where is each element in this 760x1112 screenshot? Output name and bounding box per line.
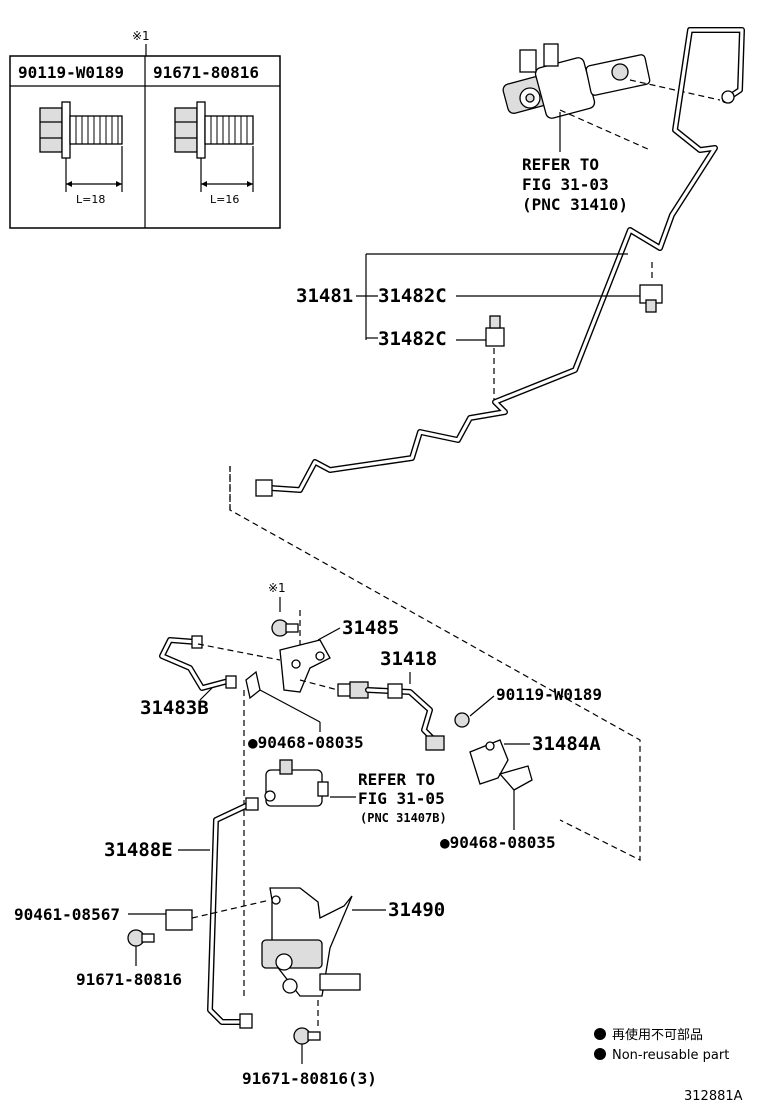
label-31482c-lower: 31482C <box>378 328 447 350</box>
label-31482c-upper: 31482C <box>378 285 447 307</box>
flange-bolt-icon <box>39 101 123 192</box>
clip-icon <box>245 670 261 700</box>
label-91671-left: 91671-80816 <box>76 970 182 989</box>
non-reusable-dot-icon <box>594 1028 606 1040</box>
brake-tube-31483b <box>159 635 237 691</box>
brake-master-cylinder-drawing <box>502 43 721 151</box>
brake-hose-31418 <box>337 681 445 751</box>
non-reusable-dot-icon <box>594 1048 606 1060</box>
ref-top-line2: FIG 31-03 <box>522 175 609 194</box>
label-31481: 31481 <box>296 285 353 307</box>
label-90468-left: ●90468-08035 <box>248 733 364 752</box>
brake-tube-31481 <box>255 27 745 497</box>
ref-mid-line3: (PNC 31407B) <box>360 811 447 825</box>
label-91671-bottom: 91671-80816(3) <box>242 1069 377 1088</box>
brake-tube-31488e <box>207 797 259 1029</box>
table-col2-part: 91671-80816 <box>153 63 259 82</box>
tube-clip-icon <box>639 284 663 313</box>
ref-mid-line2: FIG 31-05 <box>358 789 445 808</box>
label-31483b: 31483B <box>140 697 209 719</box>
bolt-icon <box>271 619 299 637</box>
load-sensing-valve-31490 <box>261 887 361 997</box>
ref-top-line3: (PNC 31410) <box>522 195 628 214</box>
bolt-icon <box>293 1027 321 1045</box>
legend: 再使用不可部品 Non-reusable part <box>594 1027 729 1063</box>
bracket-31484a <box>469 739 509 785</box>
label-31418: 31418 <box>380 648 437 670</box>
label-90461: 90461-08567 <box>14 905 120 924</box>
label-31490: 31490 <box>388 899 445 921</box>
clamp-icon <box>165 909 193 931</box>
clip-icon <box>498 765 533 791</box>
flange-bolt-icon <box>174 101 254 192</box>
table-col1-length: L=18 <box>76 193 105 206</box>
label-90468-right: ●90468-08035 <box>440 833 556 852</box>
legend-en: Non-reusable part <box>612 1048 729 1063</box>
label-31488e: 31488E <box>104 839 173 861</box>
bolt-icon <box>127 929 155 947</box>
figure-id: 312881A <box>684 1089 743 1104</box>
tube-clip-icon <box>485 315 505 347</box>
label-31484a: 31484A <box>532 733 601 755</box>
table-col1-part: 90119-W0189 <box>18 63 124 82</box>
table-mark: ※1 <box>132 29 150 43</box>
ref-top-line1: REFER TO <box>522 155 599 174</box>
bracket-31485 <box>279 639 331 693</box>
table-col2-length: L=16 <box>210 193 239 206</box>
ref-mid-line1: REFER TO <box>358 770 435 789</box>
bolt-icon <box>454 712 470 728</box>
label-mark-small: ※1 <box>268 581 286 595</box>
fastener-table: ※1 90119-W0189 91671-80816 L=18 <box>9 29 281 229</box>
label-31485: 31485 <box>342 617 399 639</box>
legend-jp: 再使用不可部品 <box>612 1027 703 1043</box>
label-90119: 90119-W0189 <box>496 685 602 704</box>
proportioning-valve-drawing <box>264 759 329 807</box>
